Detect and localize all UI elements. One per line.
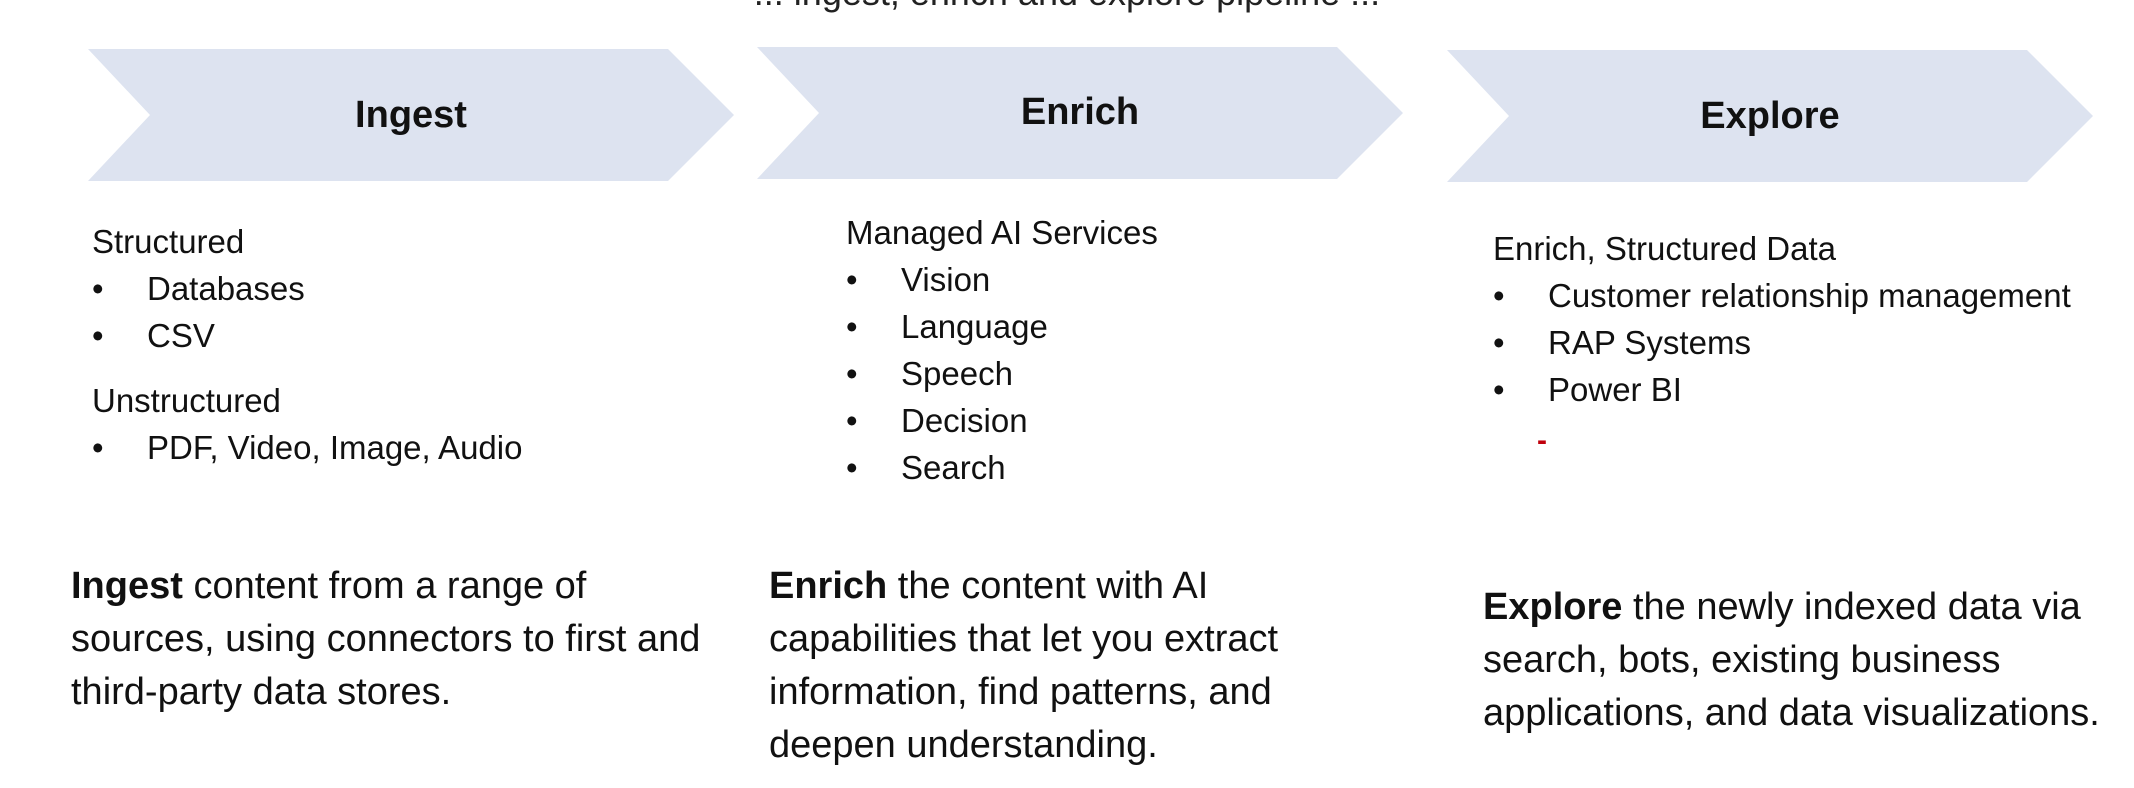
list-item: •Vision (846, 261, 991, 298)
list-item: •PDF, Video, Image, Audio (92, 429, 523, 466)
ingest-sources-list: Structured •Databases •CSV Unstructured … (92, 218, 522, 471)
structured-data-title: Enrich, Structured Data (1493, 230, 1836, 267)
enrich-description: Enrich the content with AI capabilities … (769, 565, 1279, 766)
explore-title: Explore (1700, 95, 1840, 137)
list-item: •Databases (92, 270, 305, 307)
list-item: •Power BI (1493, 371, 1682, 408)
list-item: •RAP Systems (1493, 324, 1751, 361)
managed-ai-services-title: Managed AI Services (846, 214, 1158, 251)
ingest-description: Ingest content from a range of sources, … (71, 565, 701, 713)
ingest-title: Ingest (355, 94, 467, 136)
enrich-services-list: Managed AI Services •Vision •Language •S… (846, 209, 1158, 491)
explore-description: Explore the newly indexed data via searc… (1483, 586, 2100, 734)
enrich-chevron: Enrich (757, 47, 1403, 179)
list-item: •Decision (846, 402, 1028, 439)
clipped-top-caption: ... ingest, enrich and explore pipeline … (0, 0, 2134, 14)
ingest-chevron: Ingest (88, 49, 734, 181)
list-item: •Language (846, 308, 1048, 345)
explore-chevron: Explore (1447, 50, 2093, 182)
list-item: •CSV (92, 317, 215, 354)
structured-group-title: Structured (92, 223, 245, 260)
explore-targets-list: Enrich, Structured Data •Customer relati… (1493, 225, 2071, 413)
list-item: •Speech (846, 355, 1013, 392)
red-dash-mark: - (1537, 424, 1547, 457)
list-item: •Search (846, 449, 1006, 486)
list-item: •Customer relationship management (1493, 277, 2071, 314)
unstructured-group-title: Unstructured (92, 382, 281, 419)
enrich-title: Enrich (1020, 91, 1140, 133)
